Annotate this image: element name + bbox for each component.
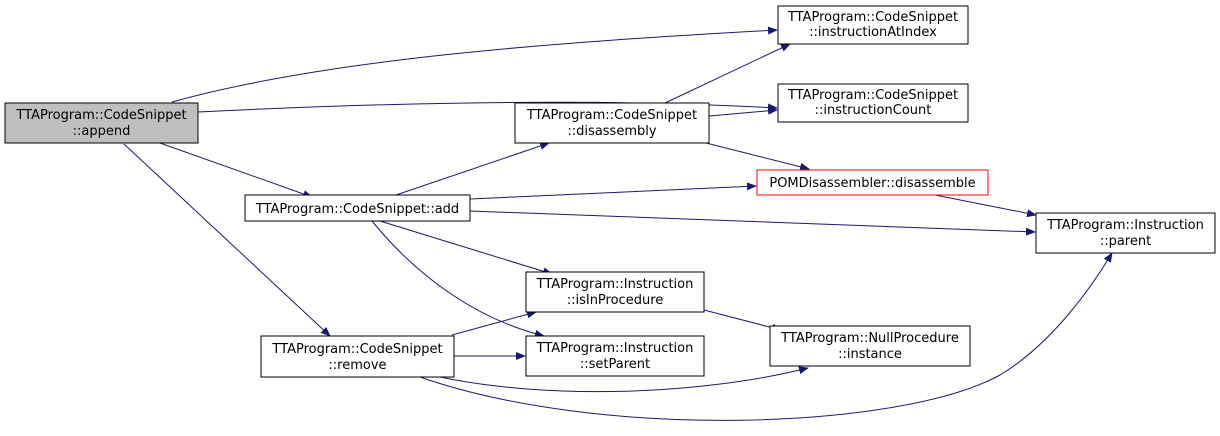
edge-append-remove [123,143,331,337]
node-null-procedure-instance[interactable]: TTAProgram::NullProcedure ::instance [769,325,971,367]
edges [123,26,1113,421]
node-disassembly[interactable]: TTAProgram::CodeSnippet ::disassembly [514,102,710,144]
edge-disassembly-instructionAtIndex [664,43,791,104]
edge-remove-nullInstance [439,366,809,393]
node-pom-disassemble[interactable]: POMDisassembler::disassemble [756,169,989,196]
svg-text:TTAProgram::CodeSnippet::add: TTAProgram::CodeSnippet::add [255,202,459,217]
edge-disassembly-instructionCount [708,106,778,117]
node-instruction-at-index[interactable]: TTAProgram::CodeSnippet ::instructionAtI… [777,5,969,45]
node-instruction-count[interactable]: TTAProgram::CodeSnippet ::instructionCou… [777,83,969,123]
edge-append-add [159,142,313,198]
edge-remove-parent [419,252,1113,421]
svg-text:TTAProgram::CodeSnippet: TTAProgram::CodeSnippet [787,88,958,103]
edge-add-disassemble [469,182,757,200]
svg-text:::remove: ::remove [328,358,386,373]
svg-text:TTAProgram::CodeSnippet: TTAProgram::CodeSnippet [15,108,186,123]
svg-text:::instructionAtIndex: ::instructionAtIndex [809,25,937,40]
svg-text:TTAProgram::Instruction: TTAProgram::Instruction [536,341,694,356]
svg-text:TTAProgram::Instruction: TTAProgram::Instruction [1046,218,1204,233]
svg-text:POMDisassembler::disassemble: POMDisassembler::disassemble [769,176,975,191]
node-remove[interactable]: TTAProgram::CodeSnippet ::remove [260,335,455,378]
node-instruction-parent[interactable]: TTAProgram::Instruction ::parent [1035,212,1216,254]
svg-text:::isInProcedure: ::isInProcedure [567,293,664,308]
svg-text:::append: ::append [73,124,131,139]
svg-text:::disassembly: ::disassembly [567,124,656,139]
edge-disassemble-parent [934,194,1037,218]
edge-remove-isInProcedure [451,310,537,336]
svg-text:TTAProgram::CodeSnippet: TTAProgram::CodeSnippet [271,342,442,357]
svg-text:TTAProgram::Instruction: TTAProgram::Instruction [536,277,694,292]
edge-add-setParent [371,220,545,338]
svg-text:::instance: ::instance [838,347,902,362]
edge-add-isInProcedure [379,220,553,276]
node-append[interactable]: TTAProgram::CodeSnippet ::append [4,102,199,144]
svg-text:::instructionCount: ::instructionCount [815,103,932,118]
edge-append-instructionAtIndex [171,26,778,103]
svg-text:TTAProgram::NullProcedure: TTAProgram::NullProcedure [780,331,959,346]
svg-text:TTAProgram::CodeSnippet: TTAProgram::CodeSnippet [787,10,958,25]
edge-disassembly-disassemble [705,142,810,171]
node-add[interactable]: TTAProgram::CodeSnippet::add [244,194,471,222]
edge-add-parent [469,210,1036,236]
node-is-in-procedure[interactable]: TTAProgram::Instruction ::isInProcedure [525,271,705,313]
edge-add-disassembly [395,142,550,196]
svg-text:::setParent: ::setParent [580,357,650,372]
svg-text:TTAProgram::CodeSnippet: TTAProgram::CodeSnippet [526,108,697,123]
edge-isInProcedure-nullInstance [703,309,782,332]
svg-text:::parent: ::parent [1100,234,1151,249]
node-set-parent[interactable]: TTAProgram::Instruction ::setParent [525,335,705,377]
